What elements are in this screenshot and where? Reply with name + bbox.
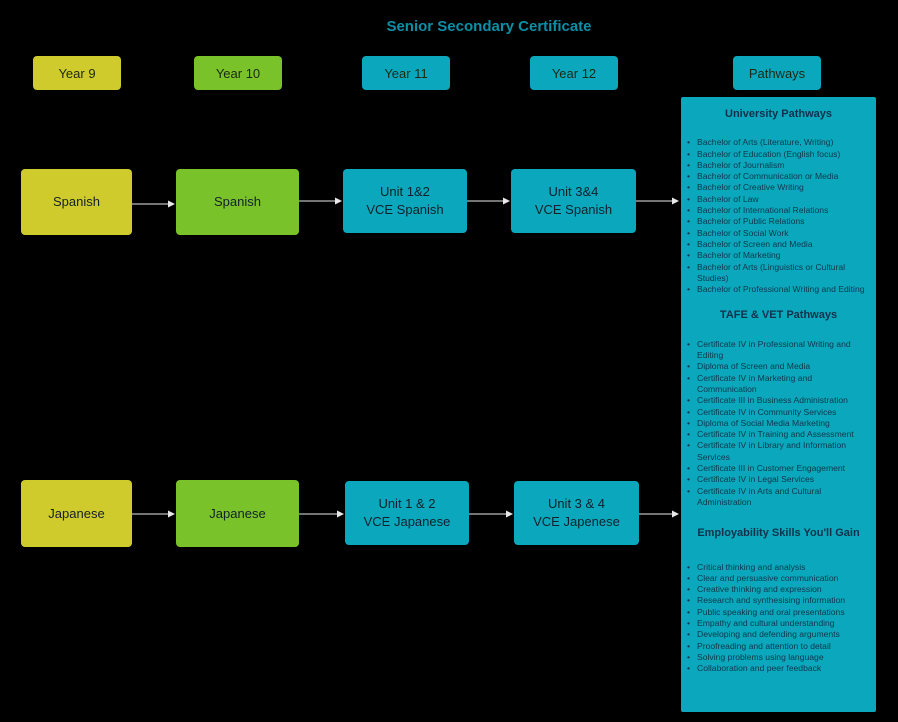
- header-pathways: Pathways: [733, 56, 821, 90]
- list-item: Bachelor of Communication or Media: [687, 171, 872, 183]
- list-item: Bachelor of Education (English focus): [687, 149, 872, 161]
- japanese-year-11-box: Unit 1 & 2 VCE Japanese: [345, 481, 469, 545]
- japanese-year-12-box: Unit 3 & 4 VCE Japenese: [514, 481, 639, 545]
- list-item: Certificate IV in Community Services: [687, 407, 872, 419]
- japanese-year-10-label: Japanese: [209, 505, 266, 521]
- japanese-year-10-box: Japanese: [176, 480, 299, 547]
- list-item: Collaboration and peer feedback: [687, 663, 872, 675]
- list-item: Bachelor of Social Work: [687, 228, 872, 240]
- header-year-12: Year 12: [530, 56, 618, 90]
- header-year-11: Year 11: [362, 56, 450, 90]
- list-item: Critical thinking and analysis: [687, 562, 872, 574]
- employability-skills-heading: Employability Skills You'll Gain: [697, 527, 860, 540]
- tafe-vet-pathways-list: Certificate IV in Professional Writing a…: [685, 339, 872, 508]
- list-item: Bachelor of Law: [687, 194, 872, 206]
- list-item: Bachelor of Creative Writing: [687, 182, 872, 194]
- list-item: Proofreading and attention to detail: [687, 641, 872, 653]
- spanish-year-10-label: Spanish: [214, 194, 261, 209]
- diagram-title: Senior Secondary Certificate: [386, 18, 592, 35]
- list-item: Public speaking and oral presentations: [687, 607, 872, 619]
- list-item: Bachelor of Professional Writing and Edi…: [687, 284, 872, 296]
- list-item: Certificate IV in Library and Informatio…: [687, 440, 872, 463]
- list-item: Bachelor of Screen and Media: [687, 239, 872, 251]
- list-item: Certificate IV in Arts and Cultural Admi…: [687, 486, 872, 509]
- header-year-10: Year 10: [194, 56, 282, 90]
- list-item: Certificate IV in Training and Assessmen…: [687, 429, 872, 441]
- list-item: Bachelor of Arts (Literature, Writing): [687, 137, 872, 149]
- spanish-year-11-box: Unit 1&2 VCE Spanish: [343, 169, 467, 233]
- japanese-year-11-unit: Unit 1 & 2: [378, 496, 436, 511]
- list-item: Empathy and cultural understanding: [687, 618, 872, 630]
- header-year-9: Year 9: [33, 56, 121, 90]
- list-item: Diploma of Social Media Marketing: [687, 418, 872, 430]
- spanish-year-12-subject: VCE Spanish: [534, 202, 613, 217]
- spanish-year-12-unit: Unit 3&4: [548, 184, 599, 199]
- list-item: Certificate III in Customer Engagement: [687, 463, 872, 475]
- list-item: Clear and persuasive communication: [687, 573, 872, 585]
- list-item: Certificate IV in Marketing and Communic…: [687, 373, 872, 396]
- japanese-year-12-subject: VCE Japenese: [533, 514, 620, 529]
- spanish-year-11-unit: Unit 1&2: [380, 184, 430, 199]
- university-pathways-heading: University Pathways: [725, 108, 832, 120]
- spanish-year-12-box: Unit 3&4 VCE Spanish: [511, 169, 636, 233]
- list-item: Bachelor of Marketing: [687, 250, 872, 262]
- list-item: Certificate IV in Legal Services: [687, 474, 872, 486]
- list-item: Bachelor of International Relations: [687, 205, 872, 217]
- list-item: Bachelor of Arts (Linguistics or Cultura…: [687, 262, 872, 285]
- spanish-year-11-subject: VCE Spanish: [366, 202, 444, 217]
- list-item: Creative thinking and expression: [687, 584, 872, 596]
- spanish-year-10-box: Spanish: [176, 169, 299, 235]
- japanese-year-9-box: Japanese: [21, 480, 132, 547]
- spanish-year-9-box: Spanish: [21, 169, 132, 235]
- list-item: Diploma of Screen and Media: [687, 361, 872, 373]
- pathways-panel: University Pathways Bachelor of Arts (Li…: [681, 97, 876, 712]
- list-item: Bachelor of Journalism: [687, 160, 872, 172]
- japanese-year-11-subject: VCE Japanese: [363, 514, 451, 529]
- university-pathways-list: Bachelor of Arts (Literature, Writing) B…: [685, 137, 872, 295]
- list-item: Certificate III in Business Administrati…: [687, 395, 872, 407]
- employability-skills-list: Critical thinking and analysis Clear and…: [685, 562, 872, 675]
- list-item: Solving problems using language: [687, 652, 872, 664]
- spanish-year-9-label: Spanish: [53, 194, 100, 209]
- tafe-vet-pathways-heading: TAFE & VET Pathways: [719, 309, 838, 322]
- japanese-year-9-label: Japanese: [48, 505, 105, 521]
- list-item: Bachelor of Public Relations: [687, 216, 872, 228]
- japanese-year-12-unit: Unit 3 & 4: [547, 496, 606, 511]
- list-item: Certificate IV in Professional Writing a…: [687, 339, 872, 362]
- list-item: Research and synthesising information: [687, 595, 872, 607]
- list-item: Developing and defending arguments: [687, 629, 872, 641]
